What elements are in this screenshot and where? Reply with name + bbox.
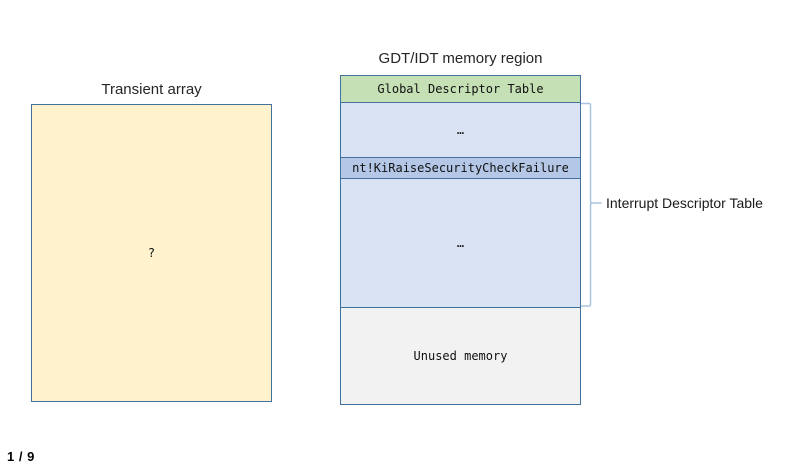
segment-idt-ellipsis-bottom: … xyxy=(340,178,581,308)
segment-ki-raise-security-check-failure: nt!KiRaiseSecurityCheckFailure xyxy=(340,157,581,179)
segment-label: … xyxy=(456,123,465,137)
segment-label: Unused memory xyxy=(413,349,508,363)
segment-unused-memory: Unused memory xyxy=(340,307,581,405)
transient-array-placeholder: ? xyxy=(147,246,156,260)
segment-label: … xyxy=(456,236,465,250)
segment-label: Global Descriptor Table xyxy=(377,82,544,96)
transient-array-box: ? xyxy=(31,104,272,402)
segment-idt-ellipsis-top: … xyxy=(340,102,581,158)
segment-global-descriptor-table: Global Descriptor Table xyxy=(340,75,581,103)
interrupt-descriptor-table-label: Interrupt Descriptor Table xyxy=(606,195,763,211)
memory-region-title: GDT/IDT memory region xyxy=(378,50,543,67)
slide-number: 1 / 9 xyxy=(7,449,35,464)
transient-array-title: Transient array xyxy=(101,81,202,98)
idt-bracket-icon xyxy=(581,102,602,307)
segment-label: nt!KiRaiseSecurityCheckFailure xyxy=(352,161,569,175)
